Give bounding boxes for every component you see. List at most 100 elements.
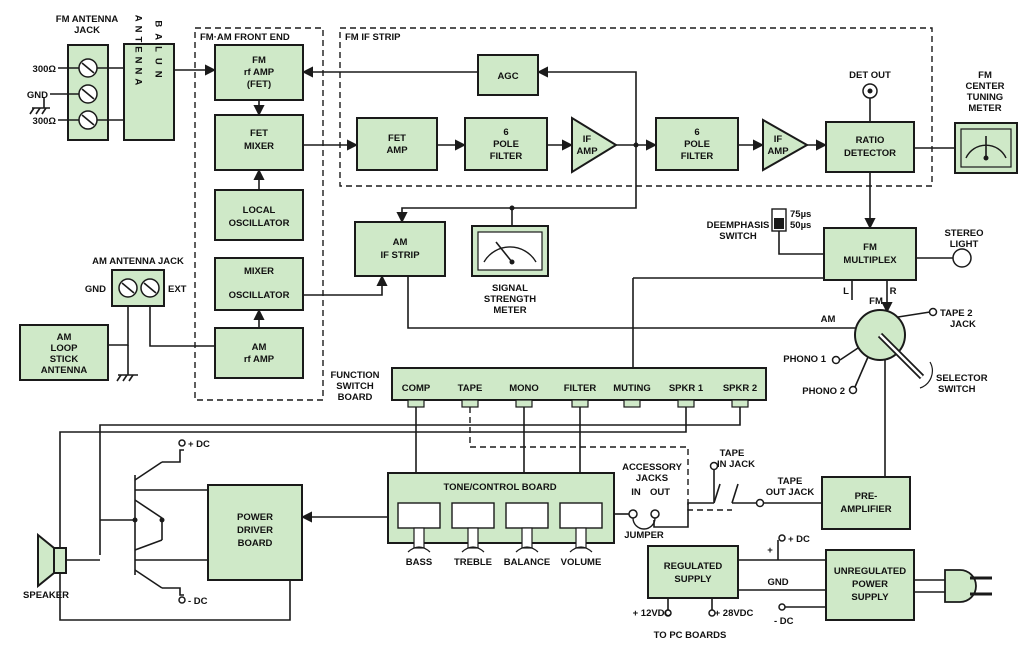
am-gnd-label: GND: [85, 284, 106, 295]
preamp-l1: PRE-: [855, 491, 878, 502]
fet-mixer-l1: FET: [250, 128, 268, 139]
to-pc-boards-label: TO PC BOARDS: [654, 630, 727, 641]
acc-out-label: OUT: [650, 487, 670, 498]
tape2-jack-l1: TAPE 2: [940, 308, 973, 319]
am-if-strip: [354, 221, 446, 277]
preamplifier: [821, 476, 911, 530]
pole-filter-1: [464, 117, 548, 171]
if-amp-2: [762, 118, 810, 172]
fm-antenna-jack-title-1: FM ANTENNA: [56, 14, 119, 25]
function-switch-board: [391, 367, 767, 401]
phono2-label: PHONO 2: [802, 386, 845, 397]
regulated-supply: [647, 545, 739, 599]
fm-multiplex: [823, 227, 917, 281]
balance-knob[interactable]: BALANCE: [504, 557, 550, 568]
ohm-bottom-label: 300Ω: [33, 116, 57, 127]
power-driver-board: [207, 484, 303, 581]
regulated-l1: REGULATED: [664, 561, 723, 572]
bass-knob[interactable]: BASS: [406, 557, 432, 568]
pole-filter-1-l1: 6: [503, 127, 508, 138]
preamp-l2: AMPLIFIER: [840, 504, 891, 515]
deemph-75-label: 75µs: [790, 209, 811, 220]
tape2-jack-l2: JACK: [950, 319, 976, 330]
fm-rf-amp-l1: FM: [252, 55, 266, 66]
treble-knob[interactable]: TREBLE: [454, 557, 492, 568]
switch-muting[interactable]: MUTING: [613, 383, 650, 394]
volume-knob[interactable]: VOLUME: [561, 557, 602, 568]
agc-block: [477, 54, 539, 96]
acc-in-jack[interactable]: [628, 509, 638, 519]
tape-out-l2: OUT JACK: [766, 487, 815, 498]
power-driver-l3: BOARD: [238, 538, 273, 549]
local-osc-l1: LOCAL: [243, 205, 276, 216]
front-end-label: FM·AM FRONT END: [200, 32, 290, 43]
fm-mpx-l1: FM: [863, 242, 877, 253]
front-end-section: [194, 27, 324, 401]
tape-out-jack[interactable]: [755, 498, 765, 508]
switch-comp[interactable]: COMP: [402, 383, 431, 394]
pole-filter-2: [655, 117, 739, 171]
r-label: R: [890, 286, 897, 297]
antenna-balun-right: BALUN: [153, 20, 164, 83]
plus-sign: +: [767, 545, 773, 556]
v28-label: + 28VDC: [715, 608, 754, 619]
fm-meter-l1: FM: [978, 70, 992, 81]
unreg-l3: SUPPLY: [851, 592, 889, 603]
antenna-balun: [123, 43, 175, 141]
deemph-l2: SWITCH: [719, 231, 757, 242]
tape-in-l1: TAPE: [720, 448, 745, 459]
speaker: [37, 532, 55, 589]
fet-amp-l1: FET: [388, 133, 406, 144]
if-amp-1-l1: IF: [583, 134, 592, 145]
deemph-l1: DEEMPHASIS: [707, 220, 770, 231]
power-plug-icon: [914, 569, 992, 603]
plus-dc-supply: + DC: [788, 534, 810, 545]
fet-mixer: [214, 114, 304, 171]
pole-filter-2-l2: POLE: [684, 139, 710, 150]
v12-label: + 12VDC: [633, 608, 672, 619]
switch-spkr2[interactable]: SPKR 2: [723, 383, 757, 394]
if-amp-1-l2: AMP: [576, 146, 598, 157]
am-loop-l3: STICK: [50, 354, 79, 365]
am-loop-l2: LOOP: [51, 343, 79, 354]
fm-label: FM: [869, 296, 883, 307]
ratio-detector: [825, 121, 915, 173]
switch-tape[interactable]: TAPE: [458, 383, 483, 394]
agc-label: AGC: [497, 71, 518, 82]
fm-antenna-jack-title-2: JACK: [74, 25, 100, 36]
if-amp-1: [571, 116, 618, 174]
power-driver-l2: DRIVER: [237, 525, 273, 536]
det-out-label: DET OUT: [849, 70, 891, 81]
selector-l1: SELECTOR: [936, 373, 988, 384]
switch-filter[interactable]: FILTER: [564, 383, 597, 394]
gnd-supply: GND: [767, 577, 788, 588]
am-if-l2: IF STRIP: [380, 250, 420, 261]
ohm-top-label: 300Ω: [33, 64, 57, 75]
pole-filter-1-l2: POLE: [493, 139, 519, 150]
fm-meter-l3: TUNING: [967, 92, 1003, 103]
ratio-det-l1: RATIO: [856, 135, 885, 146]
ground-symbol: [29, 98, 50, 115]
fet-mixer-l2: MIXER: [244, 141, 274, 152]
acc-out-jack[interactable]: [650, 509, 660, 519]
am-label: AM: [821, 314, 836, 325]
fm-mpx-l2: MULTIPLEX: [843, 255, 897, 266]
unreg-l1: UNREGULATED: [834, 566, 906, 577]
am-rf-amp-l2: rf AMP: [244, 354, 275, 365]
am-rf-amp-l1: AM: [252, 342, 267, 353]
fm-if-strip-label: FM IF STRIP: [345, 32, 401, 43]
speaker-label: SPEAKER: [23, 590, 69, 601]
am-rf-amp: [214, 327, 304, 379]
pole-filter-1-l3: FILTER: [490, 151, 523, 162]
selector-l2: SWITCH: [938, 384, 976, 395]
tape-in-jack[interactable]: [709, 461, 719, 471]
switch-mono[interactable]: MONO: [509, 383, 539, 394]
mixer-osc-l1: MIXER: [244, 266, 274, 277]
switch-spkr1[interactable]: SPKR 1: [669, 383, 704, 394]
minus-dc-supply: - DC: [774, 616, 794, 627]
acc-jacks-l2: JACKS: [636, 473, 668, 484]
signal-meter-l3: METER: [493, 305, 526, 316]
phono1-label: PHONO 1: [783, 354, 826, 365]
output-transistors: [132, 449, 208, 596]
